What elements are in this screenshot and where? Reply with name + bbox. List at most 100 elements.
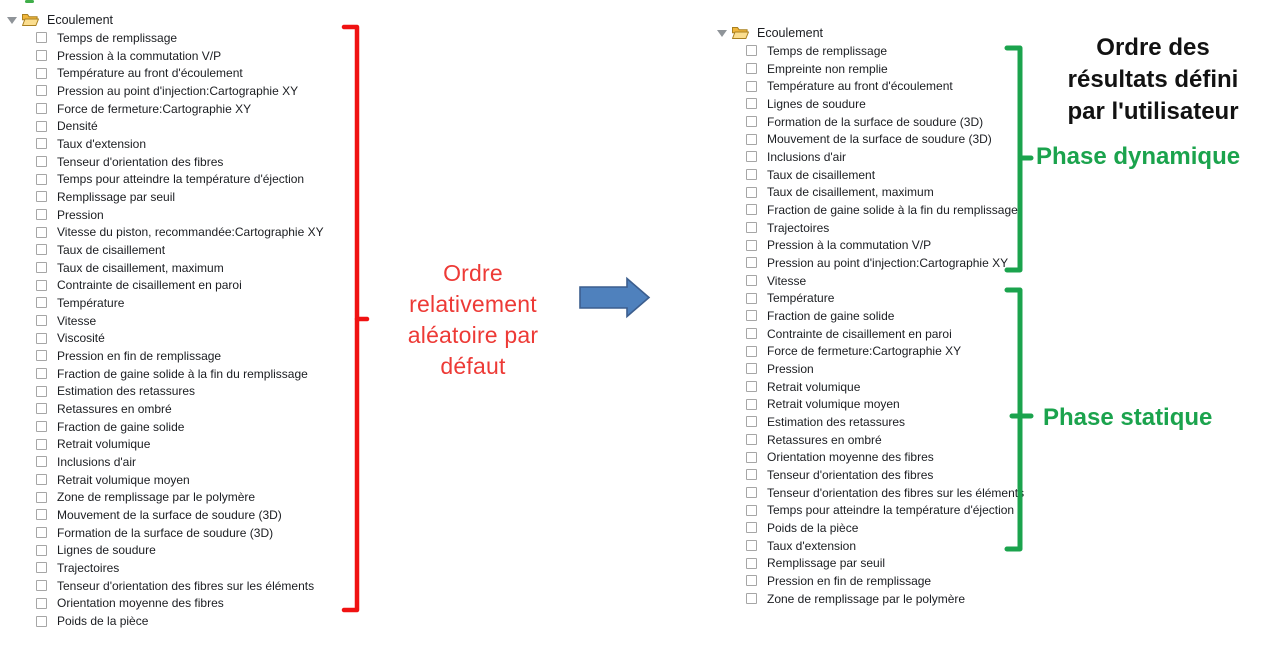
checkbox-unchecked[interactable] xyxy=(36,474,47,486)
tree-item-row[interactable]: Poids de la pièce xyxy=(714,519,1024,537)
checkbox-unchecked[interactable] xyxy=(36,491,47,503)
checkbox-unchecked[interactable] xyxy=(746,434,757,446)
checkbox-unchecked[interactable] xyxy=(746,186,757,198)
tree-root-row[interactable]: Ecoulement xyxy=(714,24,1024,42)
checkbox-unchecked[interactable] xyxy=(36,544,47,556)
tree-item-row[interactable]: Température au front d'écoulement xyxy=(4,64,324,82)
checkbox-unchecked[interactable] xyxy=(36,85,47,97)
checkbox-unchecked[interactable] xyxy=(36,438,47,450)
expanded-triangle-icon[interactable] xyxy=(717,29,727,37)
tree-item-row[interactable]: Tenseur d'orientation des fibres sur les… xyxy=(714,484,1024,502)
checkbox-unchecked[interactable] xyxy=(746,204,757,216)
checkbox-unchecked[interactable] xyxy=(746,98,757,110)
tree-item-row[interactable]: Mouvement de la surface de soudure (3D) xyxy=(4,506,324,524)
checkbox-unchecked[interactable] xyxy=(36,173,47,185)
tree-item-row[interactable]: Vitesse du piston, recommandée:Cartograp… xyxy=(4,223,324,241)
checkbox-unchecked[interactable] xyxy=(746,451,757,463)
checkbox-unchecked[interactable] xyxy=(746,45,757,57)
checkbox-unchecked[interactable] xyxy=(746,222,757,234)
tree-item-row[interactable]: Temps de remplissage xyxy=(714,42,1024,60)
tree-item-row[interactable]: Orientation moyenne des fibres xyxy=(4,595,324,613)
tree-root-row[interactable]: Ecoulement xyxy=(4,11,324,29)
tree-item-row[interactable]: Tenseur d'orientation des fibres xyxy=(714,466,1024,484)
tree-item-row[interactable]: Vitesse xyxy=(4,312,324,330)
checkbox-unchecked[interactable] xyxy=(746,469,757,481)
tree-item-row[interactable]: Pression xyxy=(714,360,1024,378)
checkbox-unchecked[interactable] xyxy=(36,315,47,327)
checkbox-unchecked[interactable] xyxy=(746,504,757,516)
checkbox-unchecked[interactable] xyxy=(36,509,47,521)
checkbox-unchecked[interactable] xyxy=(746,398,757,410)
tree-item-row[interactable]: Remplissage par seuil xyxy=(4,188,324,206)
checkbox-unchecked[interactable] xyxy=(746,522,757,534)
tree-item-row[interactable]: Contrainte de cisaillement en paroi xyxy=(714,325,1024,343)
checkbox-unchecked[interactable] xyxy=(746,416,757,428)
tree-item-row[interactable]: Tenseur d'orientation des fibres sur les… xyxy=(4,577,324,595)
tree-item-row[interactable]: Zone de remplissage par le polymère xyxy=(714,590,1024,608)
tree-item-row[interactable]: Inclusions d'air xyxy=(4,453,324,471)
tree-item-row[interactable]: Température au front d'écoulement xyxy=(714,77,1024,95)
tree-item-row[interactable]: Lignes de soudure xyxy=(714,95,1024,113)
checkbox-unchecked[interactable] xyxy=(746,557,757,569)
checkbox-unchecked[interactable] xyxy=(36,279,47,291)
tree-item-row[interactable]: Retassures en ombré xyxy=(4,400,324,418)
checkbox-unchecked[interactable] xyxy=(36,50,47,61)
checkbox-unchecked[interactable] xyxy=(36,156,47,168)
checkbox-unchecked[interactable] xyxy=(36,527,47,539)
tree-item-row[interactable]: Trajectoires xyxy=(714,219,1024,237)
checkbox-unchecked[interactable] xyxy=(36,456,47,468)
tree-item-row[interactable]: Pression xyxy=(4,206,324,224)
tree-item-row[interactable]: Taux d'extension xyxy=(714,537,1024,555)
checkbox-unchecked[interactable] xyxy=(36,597,47,609)
expanded-triangle-icon[interactable] xyxy=(7,16,17,24)
checkbox-unchecked[interactable] xyxy=(746,151,757,163)
checkbox-unchecked[interactable] xyxy=(746,169,757,181)
tree-item-row[interactable]: Pression au point d'injection:Cartograph… xyxy=(4,82,324,100)
tree-item-row[interactable]: Pression en fin de remplissage xyxy=(4,347,324,365)
tree-item-row[interactable]: Contrainte de cisaillement en paroi xyxy=(4,276,324,294)
tree-item-row[interactable]: Fraction de gaine solide xyxy=(714,307,1024,325)
checkbox-unchecked[interactable] xyxy=(36,120,47,132)
tree-item-row[interactable]: Fraction de gaine solide à la fin du rem… xyxy=(714,201,1024,219)
checkbox-unchecked[interactable] xyxy=(36,209,47,221)
checkbox-unchecked[interactable] xyxy=(746,63,757,74)
tree-item-row[interactable]: Zone de remplissage par le polymère xyxy=(4,488,324,506)
checkbox-unchecked[interactable] xyxy=(746,345,757,357)
checkbox-unchecked[interactable] xyxy=(36,297,47,309)
tree-item-row[interactable]: Empreinte non remplie xyxy=(714,60,1024,78)
tree-item-row[interactable]: Taux de cisaillement xyxy=(4,241,324,259)
checkbox-unchecked[interactable] xyxy=(746,239,757,251)
tree-item-row[interactable]: Vitesse xyxy=(714,272,1024,290)
checkbox-unchecked[interactable] xyxy=(36,350,47,362)
tree-item-row[interactable]: Mouvement de la surface de soudure (3D) xyxy=(714,130,1024,148)
checkbox-unchecked[interactable] xyxy=(36,385,47,397)
tree-item-row[interactable]: Retrait volumique moyen xyxy=(4,471,324,489)
checkbox-unchecked[interactable] xyxy=(746,275,757,287)
tree-item-row[interactable]: Taux de cisaillement, maximum xyxy=(4,259,324,277)
checkbox-unchecked[interactable] xyxy=(746,328,757,340)
tree-item-row[interactable]: Tenseur d'orientation des fibres xyxy=(4,153,324,171)
tree-item-row[interactable]: Formation de la surface de soudure (3D) xyxy=(4,524,324,542)
tree-item-row[interactable]: Temps pour atteindre la température d'éj… xyxy=(714,501,1024,519)
tree-item-row[interactable]: Force de fermeture:Cartographie XY xyxy=(714,342,1024,360)
tree-item-row[interactable]: Lignes de soudure xyxy=(4,541,324,559)
tree-item-row[interactable]: Retrait volumique moyen xyxy=(714,395,1024,413)
tree-item-row[interactable]: Retassures en ombré xyxy=(714,431,1024,449)
tree-item-row[interactable]: Fraction de gaine solide xyxy=(4,418,324,436)
tree-item-row[interactable]: Température xyxy=(4,294,324,312)
tree-item-row[interactable]: Temps de remplissage xyxy=(4,29,324,47)
tree-item-row[interactable]: Pression à la commutation V/P xyxy=(714,236,1024,254)
checkbox-unchecked[interactable] xyxy=(746,116,757,128)
checkbox-unchecked[interactable] xyxy=(746,257,757,269)
tree-item-row[interactable]: Temps pour atteindre la température d'éj… xyxy=(4,170,324,188)
checkbox-unchecked[interactable] xyxy=(36,138,47,150)
tree-item-row[interactable]: Fraction de gaine solide à la fin du rem… xyxy=(4,365,324,383)
checkbox-unchecked[interactable] xyxy=(746,80,757,92)
tree-item-row[interactable]: Pression en fin de remplissage xyxy=(714,572,1024,590)
checkbox-unchecked[interactable] xyxy=(36,332,47,344)
checkbox-unchecked[interactable] xyxy=(746,487,757,499)
checkbox-unchecked[interactable] xyxy=(36,262,47,274)
checkbox-unchecked[interactable] xyxy=(36,67,47,79)
checkbox-unchecked[interactable] xyxy=(746,133,757,145)
tree-item-row[interactable]: Retrait volumique xyxy=(4,435,324,453)
